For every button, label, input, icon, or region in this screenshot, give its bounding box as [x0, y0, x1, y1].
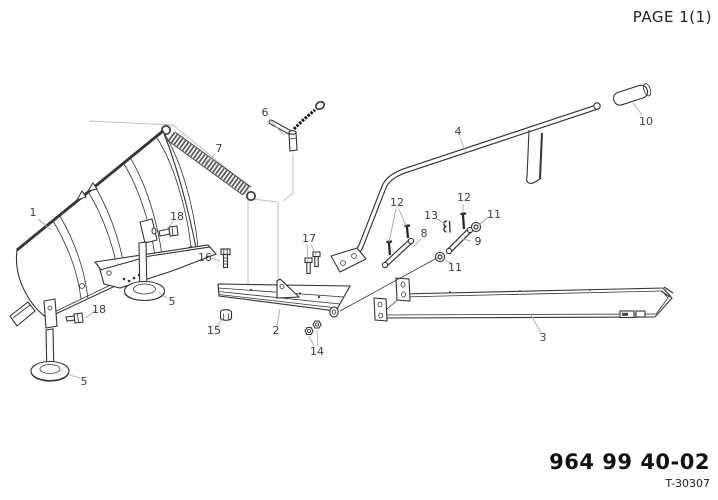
- rod-part-9: [445, 226, 474, 255]
- callout-label: 14: [310, 345, 324, 358]
- part-number: 964 99 40-02: [549, 450, 710, 474]
- bolt-part-18-upper: [158, 225, 179, 237]
- clip-part-13: [443, 220, 451, 233]
- blade-part: [9, 129, 217, 329]
- grip-part: [612, 83, 652, 106]
- callout-label: 2: [273, 324, 280, 337]
- callout-label: 4: [455, 125, 462, 138]
- callout-label: 15: [207, 324, 221, 337]
- nut-part-14: [304, 320, 322, 336]
- callout-label: 9: [475, 235, 482, 248]
- doc-code: T-30307: [665, 477, 710, 490]
- bolt-part-18-lower: [65, 312, 84, 324]
- handle-sleeve-part: [526, 129, 543, 184]
- skid-foot-part-lower: [30, 328, 70, 382]
- callout-label: 3: [540, 331, 547, 344]
- callout-label: 12: [457, 191, 471, 204]
- callout-label: 13: [424, 209, 438, 222]
- callout-label: 1: [30, 206, 37, 219]
- callout-label: 11: [487, 208, 501, 221]
- callout-label: 6: [262, 106, 269, 119]
- callout-leaders: [37, 102, 643, 379]
- callout-label: 11: [448, 261, 462, 274]
- spring-part: [161, 125, 257, 202]
- callout-label: 5: [169, 295, 176, 308]
- callout-label: 8: [421, 227, 428, 240]
- callout-label: 18: [170, 210, 184, 223]
- skid-foot-part-upper: [123, 241, 166, 302]
- frame-part: [339, 257, 674, 322]
- bolt-part-17: [304, 251, 321, 275]
- handle-part: [330, 102, 601, 273]
- washer-part-11: [434, 221, 482, 263]
- callout-label: 17: [302, 232, 316, 245]
- callout-label: 10: [639, 115, 653, 128]
- a-frame-plate-part: [217, 278, 351, 318]
- rod-part-8: [381, 237, 415, 269]
- callout-label: 12: [390, 196, 404, 209]
- callout-label: 7: [216, 142, 223, 155]
- callout-label: 16: [198, 251, 212, 264]
- callout-label: 5: [81, 375, 88, 388]
- callout-label: 18: [92, 303, 106, 316]
- lock-pin-part: [268, 100, 326, 152]
- reference-lines: [88, 120, 294, 283]
- page-header-label: PAGE 1(1): [632, 8, 712, 26]
- bolt-part-16: [220, 248, 231, 269]
